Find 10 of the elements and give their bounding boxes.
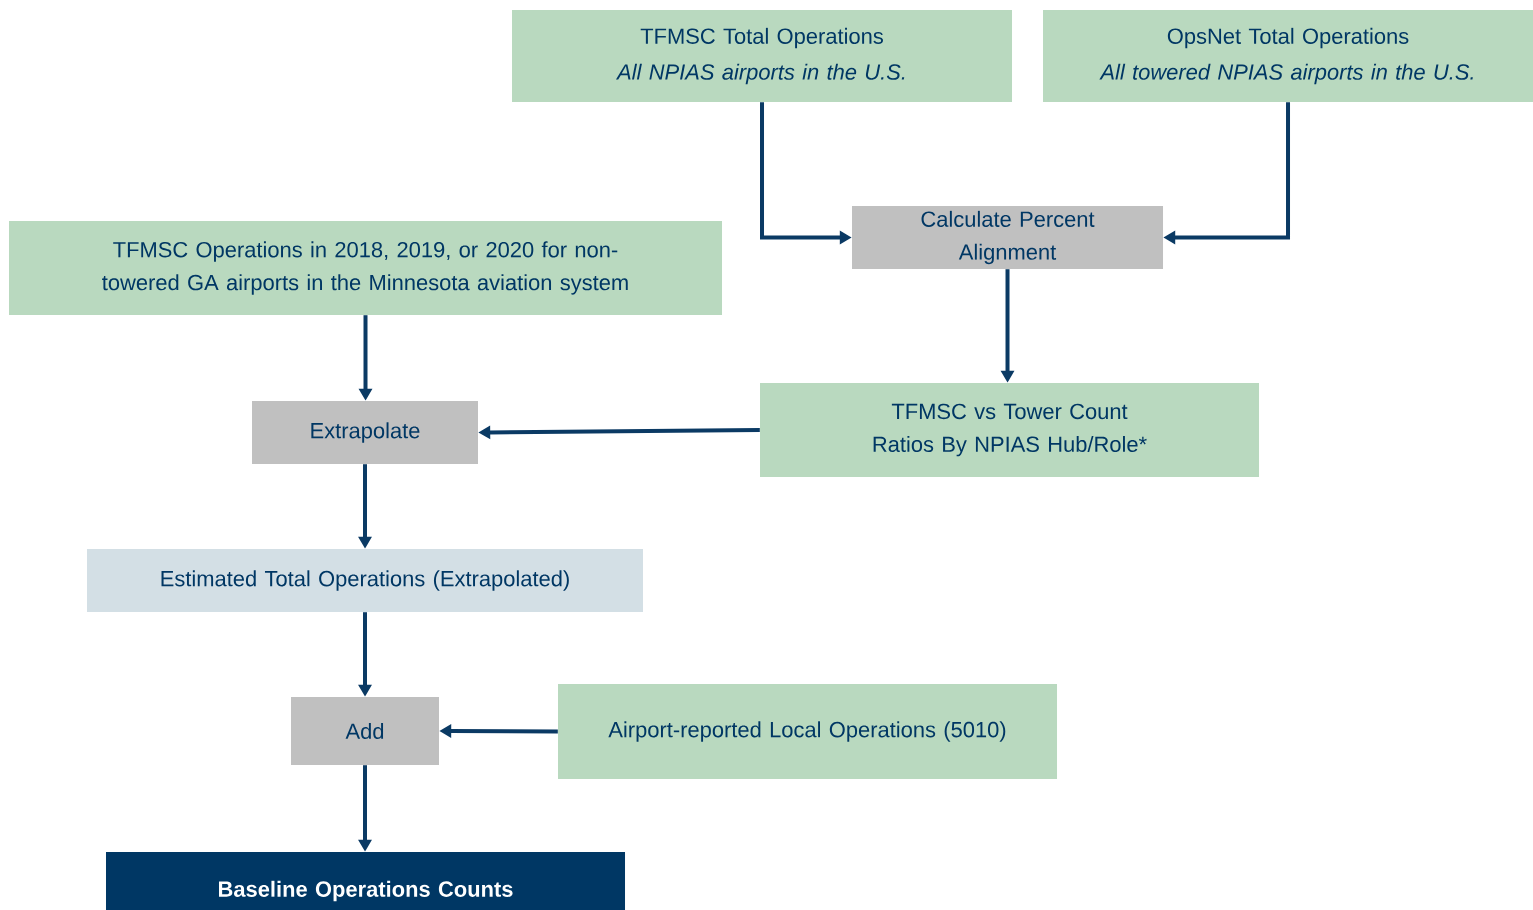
- source-box: Airport-reported Local Operations (5010): [558, 684, 1057, 779]
- process-box: Extrapolate: [252, 401, 478, 464]
- data-box: TFMSC vs Tower Count Ratios By NPIAS Hub/Role*: [760, 383, 1259, 477]
- source-box: TFMSC Operations in 2018, 2019, or 2020 for non-towered GA airports in the Minnesota aviation system: [9, 221, 722, 315]
- source-box: TFMSC Total Operations All NPIAS airports in the U.S.: [512, 10, 1012, 102]
- output-box: Baseline Operations Counts: [106, 852, 625, 910]
- process-box: Calculate Percent Alignment: [852, 206, 1163, 269]
- process-box: Add: [291, 697, 439, 765]
- result-box: Estimated Total Operations (Extrapolated): [87, 549, 643, 612]
- source-box: OpsNet Total Operations All towered NPIAS airports in the U.S.: [1043, 10, 1533, 102]
